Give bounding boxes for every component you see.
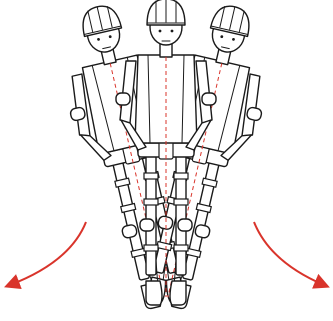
- motion-arrow-right-icon: [254, 222, 324, 285]
- motion-arrow-left-icon: [10, 222, 86, 285]
